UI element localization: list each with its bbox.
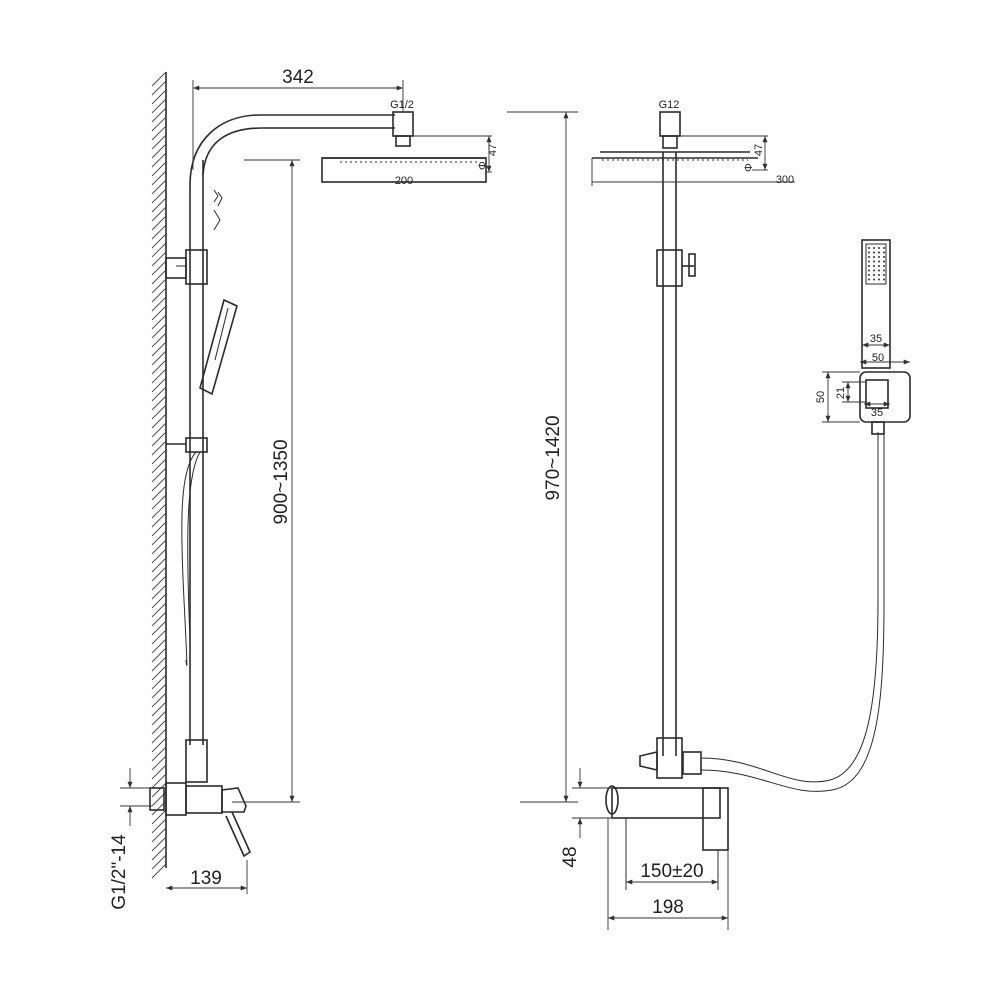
label-head-height: 47 bbox=[487, 144, 499, 156]
dim-mixer-height: 48 bbox=[560, 768, 612, 868]
label-front-rail-height: 970~1420 bbox=[543, 415, 564, 500]
shower-hose bbox=[700, 432, 885, 792]
label-bracket-base-width: 35 bbox=[871, 407, 883, 419]
label-bracket-outer-width: 50 bbox=[872, 352, 884, 364]
label-inlet-thread: G1/2 bbox=[390, 99, 414, 111]
shower-rail bbox=[165, 114, 395, 783]
dim-mixer-width: 198 bbox=[607, 818, 729, 930]
label-mixer-height: 48 bbox=[560, 846, 581, 867]
dim-wall-thread: G1/2"-14 bbox=[109, 768, 152, 910]
label-bracket-inner-width: 35 bbox=[870, 333, 882, 345]
front-mixer bbox=[605, 785, 729, 890]
label-mixer-width: 198 bbox=[652, 897, 684, 918]
hand-shower-body bbox=[861, 239, 891, 369]
side-shower-head bbox=[321, 111, 487, 183]
hand-shower-detail: 35 50 50 21 35 bbox=[815, 239, 911, 435]
label-head-diameter: 200 bbox=[395, 175, 413, 187]
front-shower-head bbox=[592, 111, 758, 161]
dim-bracket-inner-height: 21 bbox=[835, 381, 866, 403]
dim-bracket-outer-height: 50 bbox=[815, 371, 860, 423]
side-mixer bbox=[149, 782, 252, 858]
front-view: G12 47 Φ 300 970~1420 bbox=[507, 99, 885, 930]
label-rail-height: 900~1350 bbox=[271, 439, 292, 524]
side-view: 342 G1/2 47 Φ 200 900~1350 G1/2"-14 bbox=[109, 67, 499, 910]
dim-rail-height: 900~1350 bbox=[232, 159, 300, 803]
label-bracket-inner-height: 21 bbox=[835, 387, 847, 399]
dim-head-height: 47 Φ bbox=[413, 135, 499, 173]
label-front-head-height: 47 bbox=[753, 144, 765, 156]
label-bracket-outer-height: 50 bbox=[815, 391, 827, 403]
dim-front-rail-height: 970~1420 bbox=[507, 111, 578, 803]
dim-bracket-base-width: 35 bbox=[864, 401, 890, 419]
hand-shower-nozzles bbox=[868, 247, 885, 281]
dim-bracket-inner-width: 35 bbox=[861, 333, 891, 360]
dim-front-head-diameter: 300 bbox=[591, 158, 795, 186]
dim-bracket-outer-width: 50 bbox=[860, 352, 910, 365]
label-front-phi: Φ bbox=[743, 163, 755, 172]
label-front-inlet-thread: G12 bbox=[659, 99, 680, 111]
dim-arm-reach: 342 bbox=[192, 67, 404, 170]
dim-inlet-centers: 150±20 bbox=[626, 861, 718, 885]
label-front-head-diameter: 300 bbox=[776, 174, 794, 186]
label-phi: Φ bbox=[477, 161, 489, 170]
wall-hatch bbox=[151, 71, 167, 879]
wall-bracket bbox=[859, 371, 911, 423]
dim-mixer-projection: 139 bbox=[166, 860, 248, 894]
dim-front-head-height: 47 Φ bbox=[680, 135, 768, 172]
label-mixer-projection: 139 bbox=[190, 868, 222, 889]
label-wall-thread: G1/2"-14 bbox=[109, 834, 130, 910]
front-rail bbox=[639, 152, 702, 779]
label-arm-reach: 342 bbox=[282, 67, 314, 88]
label-inlet-centers: 150±20 bbox=[640, 861, 703, 882]
